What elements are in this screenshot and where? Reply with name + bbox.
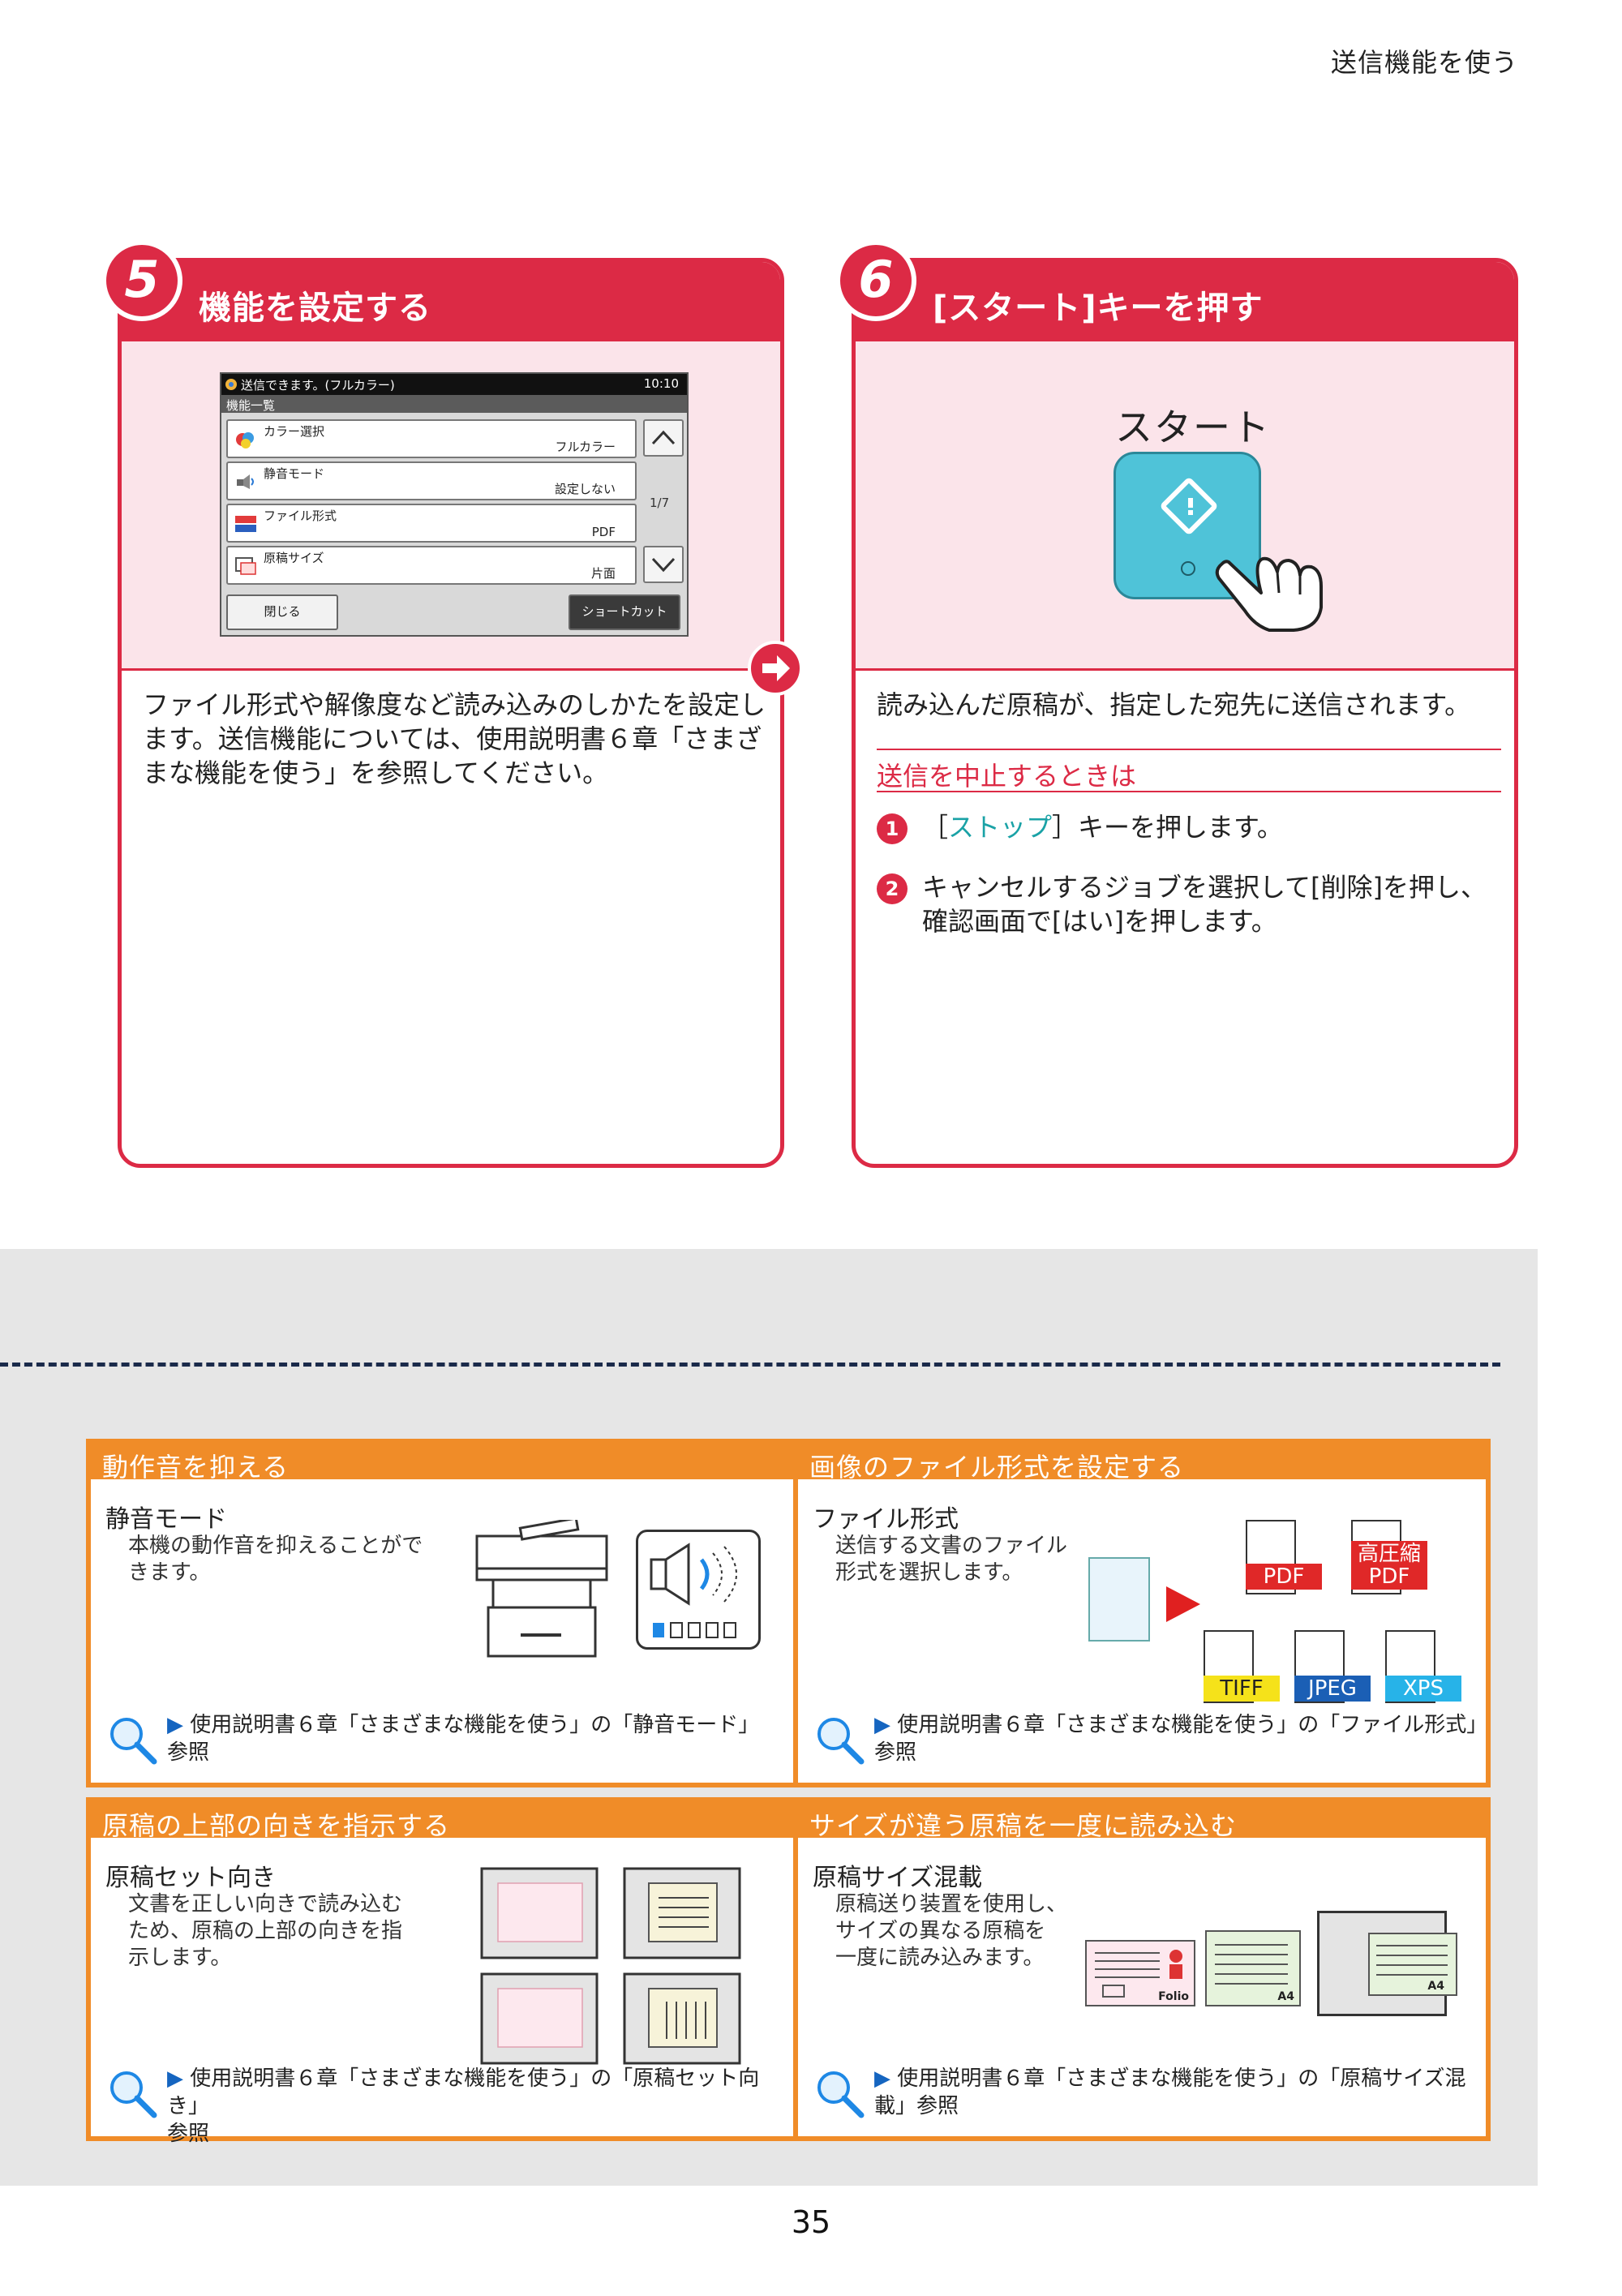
stop-key-label: ストップ	[948, 812, 1053, 843]
function-row-file-format[interactable]: ファイル形式 PDF	[226, 504, 637, 543]
feature-mixed-sizes: サイズが違う原稿を一度に読み込む 原稿サイズ混載 原稿送り装置を使用し、サイズの…	[793, 1797, 1491, 2141]
step-title: [スタート]キーを押す	[933, 290, 1264, 327]
feature-title: サイズが違う原稿を一度に読み込む	[809, 1810, 1238, 1841]
reference-link[interactable]: ▶ 使用説明書６章「さまざまな機能を使う」の「原稿サイズ混載」参照	[813, 2062, 1494, 2126]
indicator-dot-icon	[1181, 561, 1195, 576]
screen-subtitle: 機能一覧	[226, 398, 276, 413]
feature-original-orientation: 原稿の上部の向きを指示する 原稿セット向き 文書を正しい向きで読み込むため、原稿…	[86, 1797, 800, 2146]
cancel-title: 送信を中止するときは	[877, 761, 1137, 792]
header-title: 送信機能を使う	[1330, 47, 1518, 78]
step-header: [スタート]キーを押す	[856, 262, 1514, 341]
chevron-up-icon	[651, 430, 676, 445]
quiet-mode-icon	[237, 474, 254, 489]
printer-icon	[475, 1520, 608, 1658]
triangle-right-icon: ▶	[167, 1713, 191, 1737]
tiff-tag: TIFF	[1204, 1676, 1280, 1702]
magnifier-icon	[110, 1718, 157, 1765]
step-number-6: 6	[835, 240, 916, 321]
feature-name: 静音モード	[105, 1505, 227, 1534]
cancel-section-header: 送信を中止するときは	[877, 749, 1501, 792]
page-number: 35	[791, 2204, 831, 2240]
function-row-color[interactable]: カラー選択 フルカラー	[226, 419, 637, 458]
step-number-5: 5	[101, 240, 182, 321]
status-text: 送信できます。(フルカラー)	[241, 378, 395, 393]
next-step-arrow-icon	[748, 641, 803, 696]
chevron-down-icon	[651, 557, 676, 573]
feature-title: 画像のファイル形式を設定する	[809, 1452, 1185, 1483]
triangle-right-icon: ▶	[874, 1713, 898, 1737]
magnifier-icon	[817, 1718, 865, 1765]
step-body: 読み込んだ原稿が、指定した宛先に送信されます。	[877, 689, 1471, 720]
step-card-5: 機能を設定する 送信できます。(フルカラー) 10:10 機能一覧 カラー選択 …	[118, 258, 784, 1168]
reference-link[interactable]: ▶ 使用説明書６章「さまざまな機能を使う」の「ファイル形式」参照	[813, 1708, 1494, 1773]
jpeg-tag: JPEG	[1294, 1676, 1371, 1702]
magnifier-icon	[110, 2071, 157, 2118]
triangle-right-icon: ▶	[874, 2066, 898, 2091]
panel-screen: 送信できます。(フルカラー) 10:10 機能一覧 カラー選択 フルカラー 静音…	[220, 372, 689, 637]
feature-name: ファイル形式	[813, 1505, 959, 1534]
pdf-tag: PDF	[1246, 1564, 1322, 1590]
step-header: 機能を設定する	[122, 262, 780, 341]
close-button[interactable]: 閉じる	[226, 594, 338, 630]
quiet-mode-display-icon	[636, 1530, 761, 1650]
feature-description: 送信する文書のファイル形式を選択します。	[835, 1534, 1068, 1585]
feature-name: 原稿サイズ混載	[813, 1864, 983, 1892]
shortcut-button[interactable]: ショートカット	[569, 594, 680, 630]
feature-description: 原稿送り装置を使用し、サイズの異なる原稿を一度に読み込みます。	[835, 1892, 1068, 1970]
scroll-down-button[interactable]	[643, 546, 684, 583]
color-select-icon	[236, 432, 254, 448]
a4-document: A4	[1205, 1930, 1301, 2006]
page-indicator: 1/7	[650, 496, 670, 510]
step-card-6: [スタート]キーを押す スタート 読み込んだ原稿が、指定した宛先に送信されます。…	[852, 258, 1518, 1168]
step-title: 機能を設定する	[199, 290, 431, 327]
pointing-hand-icon	[1215, 556, 1323, 632]
clock: 10:10	[643, 376, 679, 391]
reference-link[interactable]: ▶ 使用説明書６章「さまざまな機能を使う」の「原稿セット向き」参照	[105, 2062, 787, 2146]
feature-description: 本機の動作音を抑えることができます。	[128, 1534, 423, 1585]
orientation-illustration	[480, 1867, 741, 2065]
reference-link[interactable]: ▶ 使用説明書６章「さまざまな機能を使う」の「静音モード」参照	[105, 1708, 787, 1773]
feature-quiet-mode: 動作音を抑える 静音モード 本機の動作音を抑えることができます。 ▶	[86, 1439, 800, 1787]
feature-title: 動作音を抑える	[102, 1452, 290, 1483]
dashed-divider	[0, 1363, 1500, 1367]
triangle-right-icon: ▶	[167, 2066, 191, 2091]
status-icon	[225, 379, 237, 390]
feature-file-format: 画像のファイル形式を設定する ファイル形式 送信する文書のファイル形式を選択しま…	[793, 1439, 1491, 1787]
feature-name: 原稿セット向き	[105, 1864, 276, 1892]
feature-title: 原稿の上部の向きを指示する	[102, 1810, 451, 1841]
feature-description: 文書を正しい向きで読み込むため、原稿の上部の向きを指示します。	[128, 1892, 403, 1970]
scroll-up-button[interactable]	[643, 419, 684, 457]
xps-tag: XPS	[1385, 1676, 1461, 1702]
start-label: スタート	[1115, 406, 1271, 449]
function-row-quiet[interactable]: 静音モード 設定しない	[226, 461, 637, 500]
folio-document: Folio	[1085, 1940, 1195, 2006]
function-row-original-size[interactable]: 原稿サイズ 片面	[226, 546, 637, 585]
original-size-icon	[235, 557, 256, 575]
step-body: ファイル形式や解像度など読み込みのしかたを設定します。送信機能については、使用説…	[143, 689, 766, 788]
file-format-icon	[235, 516, 256, 532]
original-document-icon	[1088, 1557, 1150, 1642]
magnifier-icon	[817, 2071, 865, 2118]
document-feeder-icon: A4	[1317, 1911, 1457, 2016]
arrow-right-icon	[1166, 1586, 1200, 1622]
